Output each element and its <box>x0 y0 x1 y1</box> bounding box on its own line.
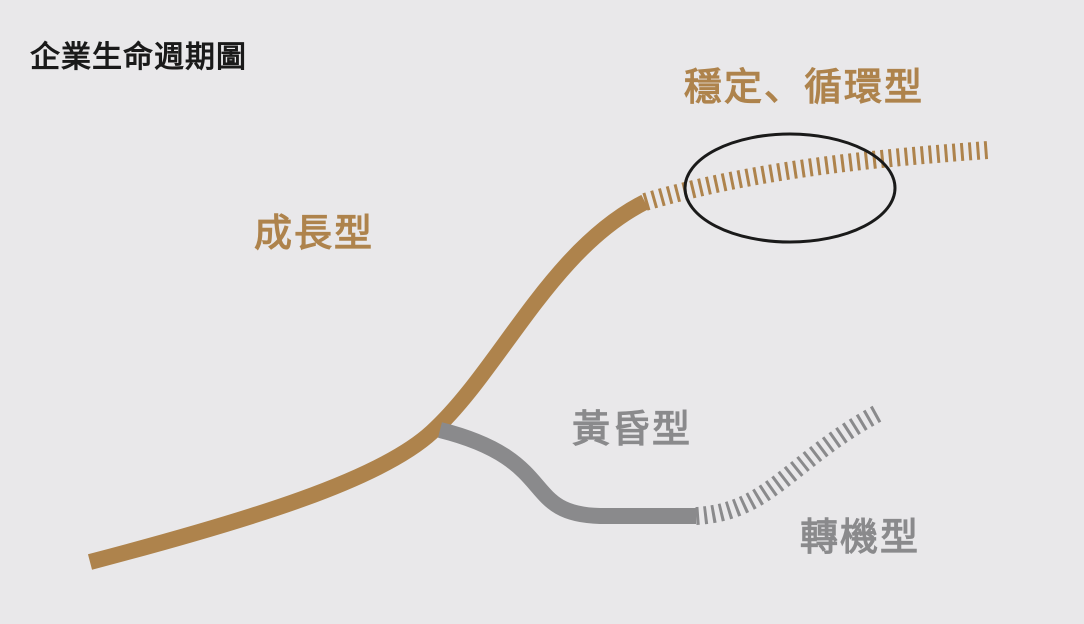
stable-highlight-ellipse <box>683 132 897 244</box>
diagram-title: 企業生命週期圖 <box>30 40 247 75</box>
label-twilight: 黃昏型 <box>572 407 693 451</box>
turnaround-dashed-curve <box>695 404 885 525</box>
twilight-curve <box>438 422 696 524</box>
label-turnaround: 轉機型 <box>800 515 921 559</box>
growth-curve <box>87 194 649 570</box>
stable-dashed-curve <box>642 141 989 211</box>
label-growth: 成長型 <box>254 211 375 255</box>
label-stable: 穩定、循環型 <box>684 65 925 109</box>
